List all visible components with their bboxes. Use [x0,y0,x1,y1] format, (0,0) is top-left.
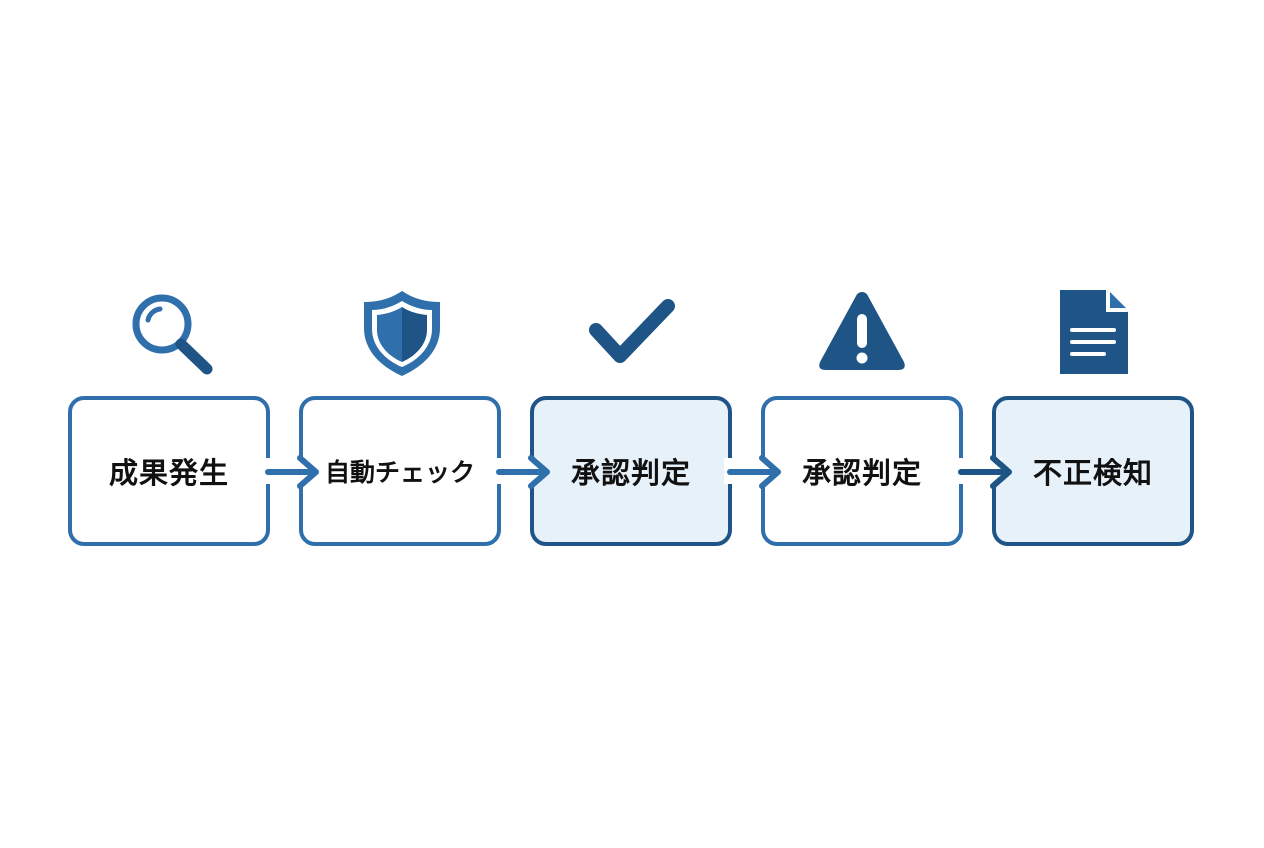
document-icon [1060,290,1128,374]
step-label-1: 成果発生 [108,456,229,490]
magnifier-icon [132,294,213,375]
checkmark-icon [589,299,675,363]
step-box-2: 自動チェック [299,396,501,546]
step-box-3: 承認判定 [530,396,732,546]
arrow-right-icon [958,455,1012,489]
step-box-1: 成果発生 [68,396,270,546]
arrow-right-icon [496,455,550,489]
arrow-right-icon [265,455,319,489]
step-label-5: 不正検知 [1032,456,1153,490]
step-label-3: 承認判定 [570,456,691,490]
step-box-5: 不正検知 [992,396,1194,546]
step-label-4: 承認判定 [801,456,922,490]
step-box-4: 承認判定 [761,396,963,546]
step-label-2: 自動チェック [324,458,475,487]
warning-icon [819,292,905,370]
shield-icon [364,291,440,376]
arrow-right-icon [727,455,781,489]
